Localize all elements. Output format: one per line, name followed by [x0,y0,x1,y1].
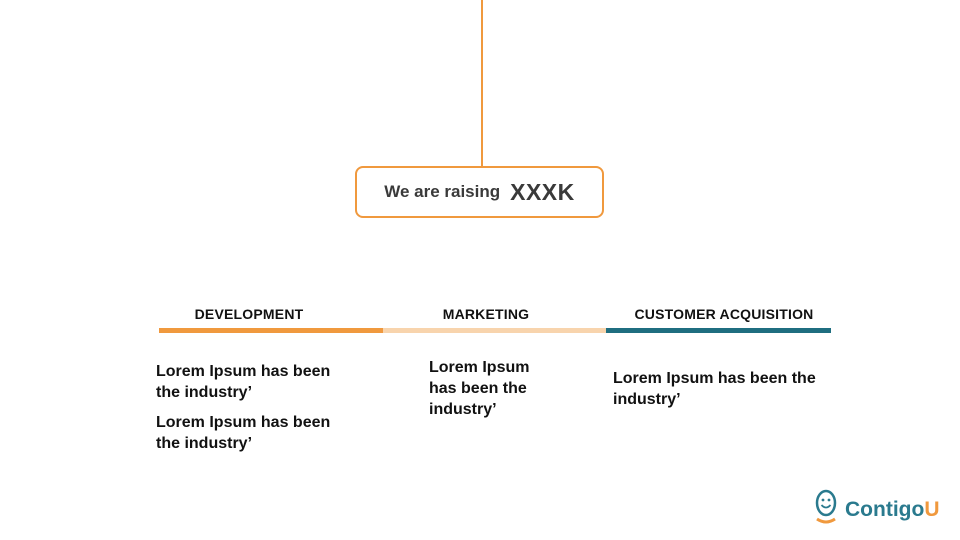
column-bar-development [159,328,383,333]
column-item-development-2: Lorem Ipsum has been the industry’ [156,414,331,452]
logo-name-main: Contigo [845,497,925,521]
column-bar-customer-acquisition [606,328,831,333]
column-item-development-1: Lorem Ipsum has been the industry’ [156,363,331,401]
column-title-development: DEVELOPMENT [194,306,304,322]
raise-label: We are raising [384,182,501,201]
column-item-marketing-1: Lorem Ipsum has been the industry’ [429,359,530,418]
connector-line [481,0,483,167]
logo-name-accent: U [924,497,940,521]
raise-amount: XXXK [510,178,575,205]
column-item-customer-acquisition-1: Lorem Ipsum has been the industry’ [613,370,816,408]
column-bar-marketing [383,328,606,333]
raise-box: We are raising XXXK [355,166,604,218]
column-title-customer-acquisition: CUSTOMER ACQUISITION [634,306,814,322]
contigou-logo: ContigoU [813,489,939,530]
smiley-figure-icon [813,489,839,530]
column-title-marketing: MARKETING [442,306,530,322]
logo-name: ContigoU [845,498,939,522]
